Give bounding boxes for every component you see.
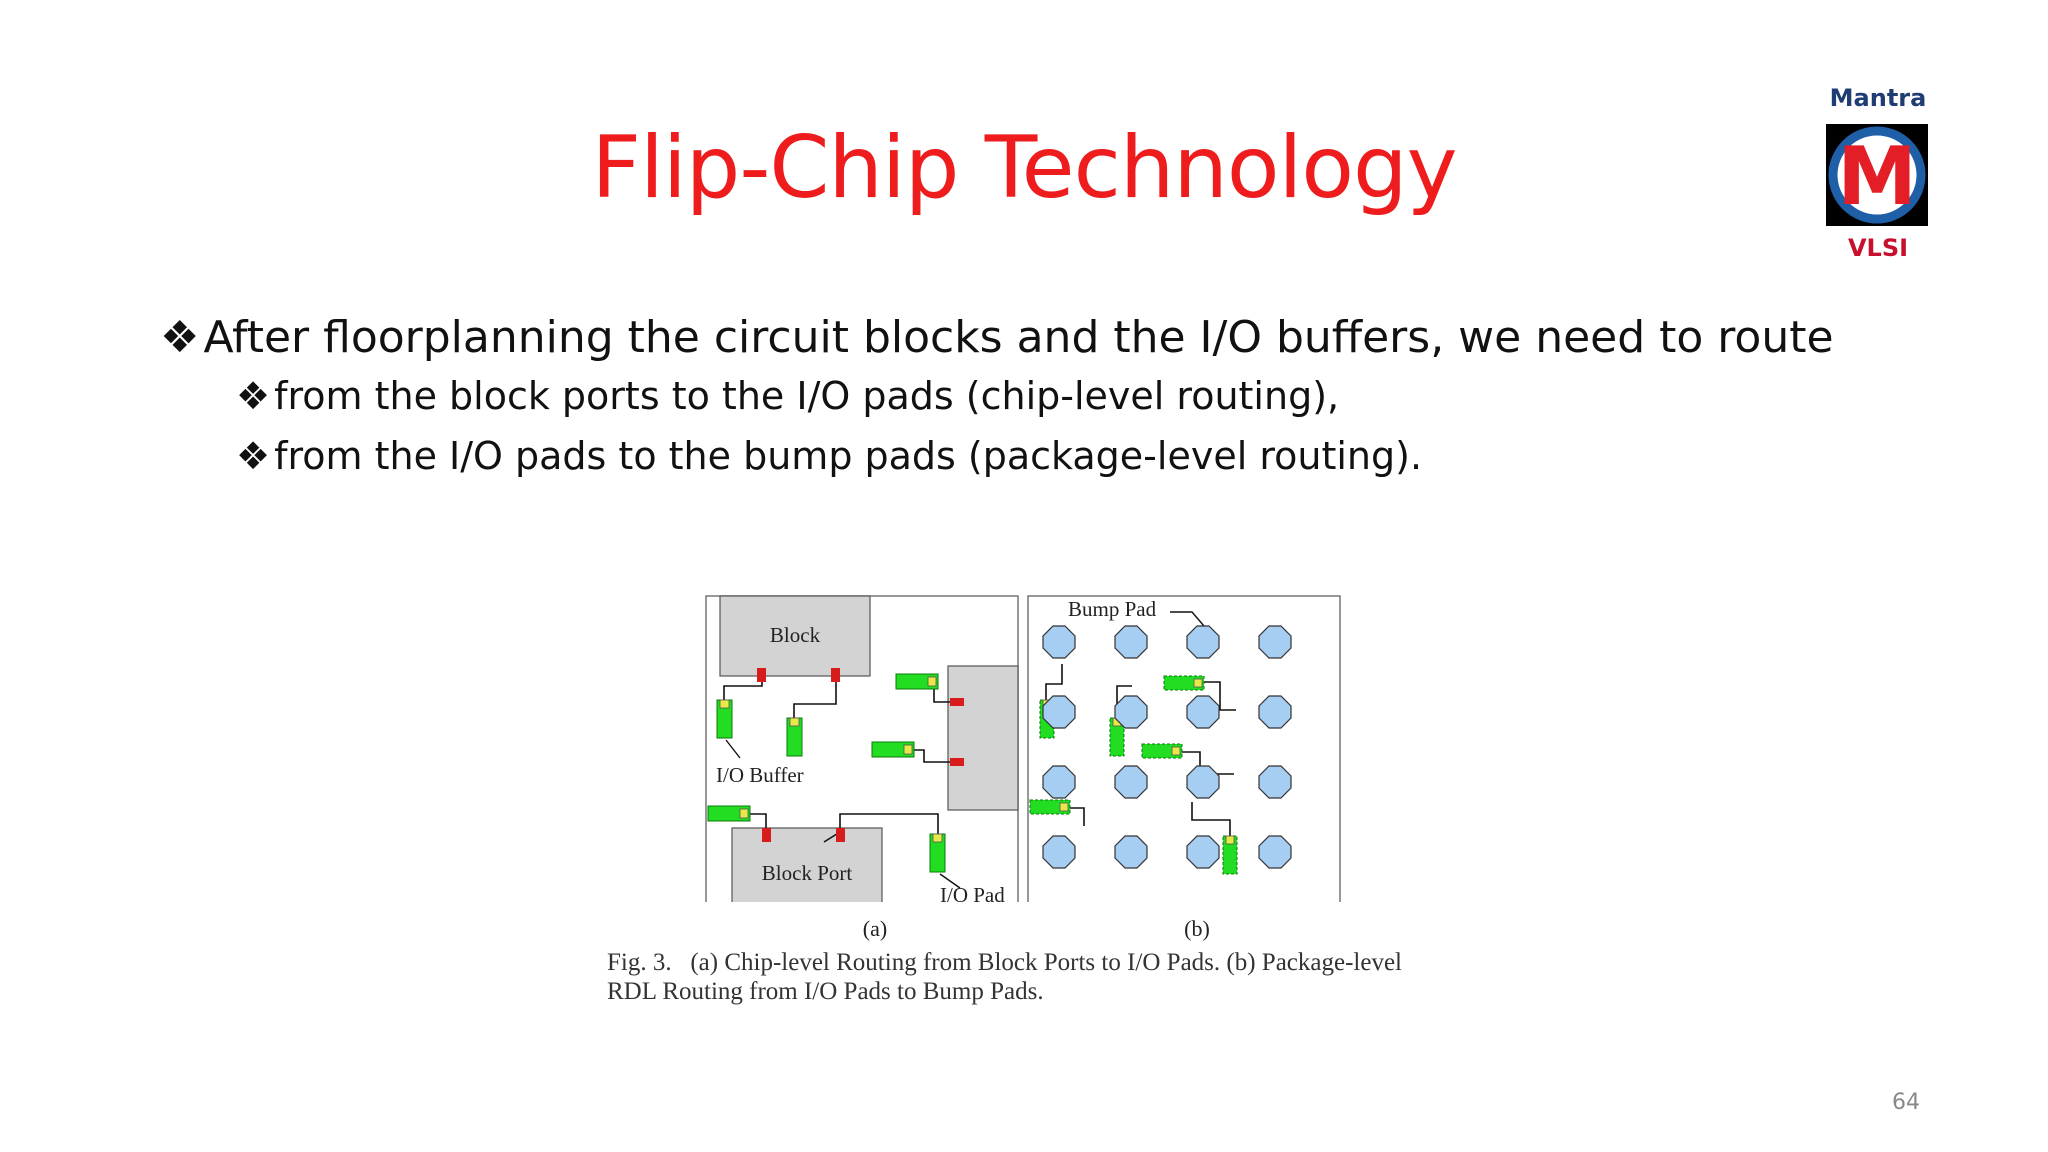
routing-figure: Block Block Port bbox=[704, 592, 1344, 907]
wire bbox=[839, 813, 939, 838]
bump-pad-grid bbox=[1042, 625, 1292, 869]
io-buffer bbox=[871, 741, 915, 758]
panel-a: Block Block Port bbox=[705, 595, 1019, 907]
logo-ring bbox=[1828, 126, 1926, 224]
io-pad bbox=[1193, 678, 1203, 688]
io-buffer-label: I/O Buffer bbox=[716, 763, 804, 787]
bullet-sub-text: from the I/O pads to the bump pads (pack… bbox=[274, 434, 1423, 478]
callout-line bbox=[1170, 611, 1205, 627]
block-port bbox=[831, 668, 840, 682]
bump-pad bbox=[1042, 695, 1076, 729]
io-pad bbox=[903, 744, 913, 755]
bump-pad bbox=[1114, 765, 1148, 799]
logo-top-text: Mantra bbox=[1829, 84, 1927, 112]
diamond-bullet-icon: ❖ bbox=[160, 312, 200, 363]
io-pad bbox=[719, 699, 730, 709]
mantra-vlsi-logo: Mantra M VLSI bbox=[1820, 84, 1936, 274]
io-pad bbox=[927, 676, 937, 687]
bullet-sub-2: ❖from the I/O pads to the bump pads (pac… bbox=[236, 434, 1960, 494]
wire bbox=[1202, 681, 1236, 711]
block-label: Block bbox=[770, 623, 821, 647]
logo-emblem-icon: M bbox=[1828, 126, 1926, 224]
bump-pad bbox=[1186, 625, 1220, 659]
io-buffer bbox=[895, 673, 939, 690]
panel-a-sublabel: (a) bbox=[862, 916, 888, 941]
bump-pad-label: Bump Pad bbox=[1068, 597, 1157, 621]
io-pad bbox=[1171, 746, 1181, 756]
wire bbox=[793, 676, 837, 722]
block-port bbox=[757, 668, 766, 682]
wire bbox=[1066, 807, 1085, 826]
bullet-list: ❖After floorplanning the circuit blocks … bbox=[160, 312, 1960, 494]
slide-title: Flip-Chip Technology bbox=[591, 118, 1458, 218]
wire bbox=[750, 813, 767, 832]
panel-b-sublabel: (b) bbox=[1184, 916, 1210, 941]
caption-line-1: Fig. 3. (a) Chip-level Routing from Bloc… bbox=[607, 949, 1403, 976]
io-buffer bbox=[707, 805, 751, 822]
bump-pad bbox=[1042, 835, 1076, 869]
bump-pad bbox=[1042, 625, 1076, 659]
figure-caption: Fig. 3. (a) Chip-level Routing from Bloc… bbox=[607, 948, 1507, 1006]
io-pad bbox=[739, 808, 749, 819]
bump-pad bbox=[1114, 625, 1148, 659]
bump-pad bbox=[1114, 695, 1148, 729]
logo-bottom-text: VLSI bbox=[1847, 234, 1909, 262]
bump-pad bbox=[1258, 765, 1292, 799]
block-top bbox=[719, 595, 871, 677]
io-pad bbox=[789, 717, 800, 727]
wire bbox=[908, 749, 956, 763]
bump-pad bbox=[1042, 765, 1076, 799]
bump-pad bbox=[1186, 835, 1220, 869]
bullet-sub-1: ❖from the block ports to the I/O pads (c… bbox=[236, 374, 1960, 434]
bump-pad bbox=[1258, 625, 1292, 659]
bump-pad bbox=[1114, 835, 1148, 869]
callout-line bbox=[939, 873, 961, 889]
bullet-main-text: After floorplanning the circuit blocks a… bbox=[203, 312, 1834, 363]
block-right bbox=[947, 665, 1019, 811]
block-bottom bbox=[731, 827, 883, 905]
io-pad-label: I/O Pad bbox=[940, 883, 1005, 902]
callout-line bbox=[725, 739, 741, 759]
bump-pad bbox=[1186, 695, 1220, 729]
bullet-main: ❖After floorplanning the circuit blocks … bbox=[160, 312, 1960, 374]
block-port bbox=[950, 758, 964, 766]
bump-pad bbox=[1258, 695, 1292, 729]
bump-pad bbox=[1258, 835, 1292, 869]
wire bbox=[1045, 664, 1063, 708]
bump-pad bbox=[1186, 765, 1220, 799]
block-port bbox=[950, 698, 964, 706]
page-number: 64 bbox=[1892, 1090, 1920, 1115]
io-pad bbox=[1059, 802, 1069, 812]
io-pad bbox=[932, 833, 943, 843]
block-port bbox=[762, 828, 771, 842]
logo-badge: M bbox=[1826, 124, 1928, 226]
diamond-bullet-icon: ❖ bbox=[236, 374, 271, 418]
block-port bbox=[836, 828, 845, 842]
block-port-label: Block Port bbox=[762, 861, 853, 885]
wire bbox=[1191, 802, 1231, 838]
panel-b: Bump Pad bbox=[1027, 595, 1341, 905]
caption-line-2: RDL Routing from I/O Pads to Bump Pads. bbox=[607, 978, 1044, 1005]
io-pad bbox=[1225, 835, 1235, 845]
bullet-sub-text: from the block ports to the I/O pads (ch… bbox=[274, 374, 1340, 418]
logo-letter: M bbox=[1837, 130, 1917, 223]
diamond-bullet-icon: ❖ bbox=[236, 434, 271, 478]
routing-diagram: Block Block Port bbox=[705, 595, 1341, 907]
